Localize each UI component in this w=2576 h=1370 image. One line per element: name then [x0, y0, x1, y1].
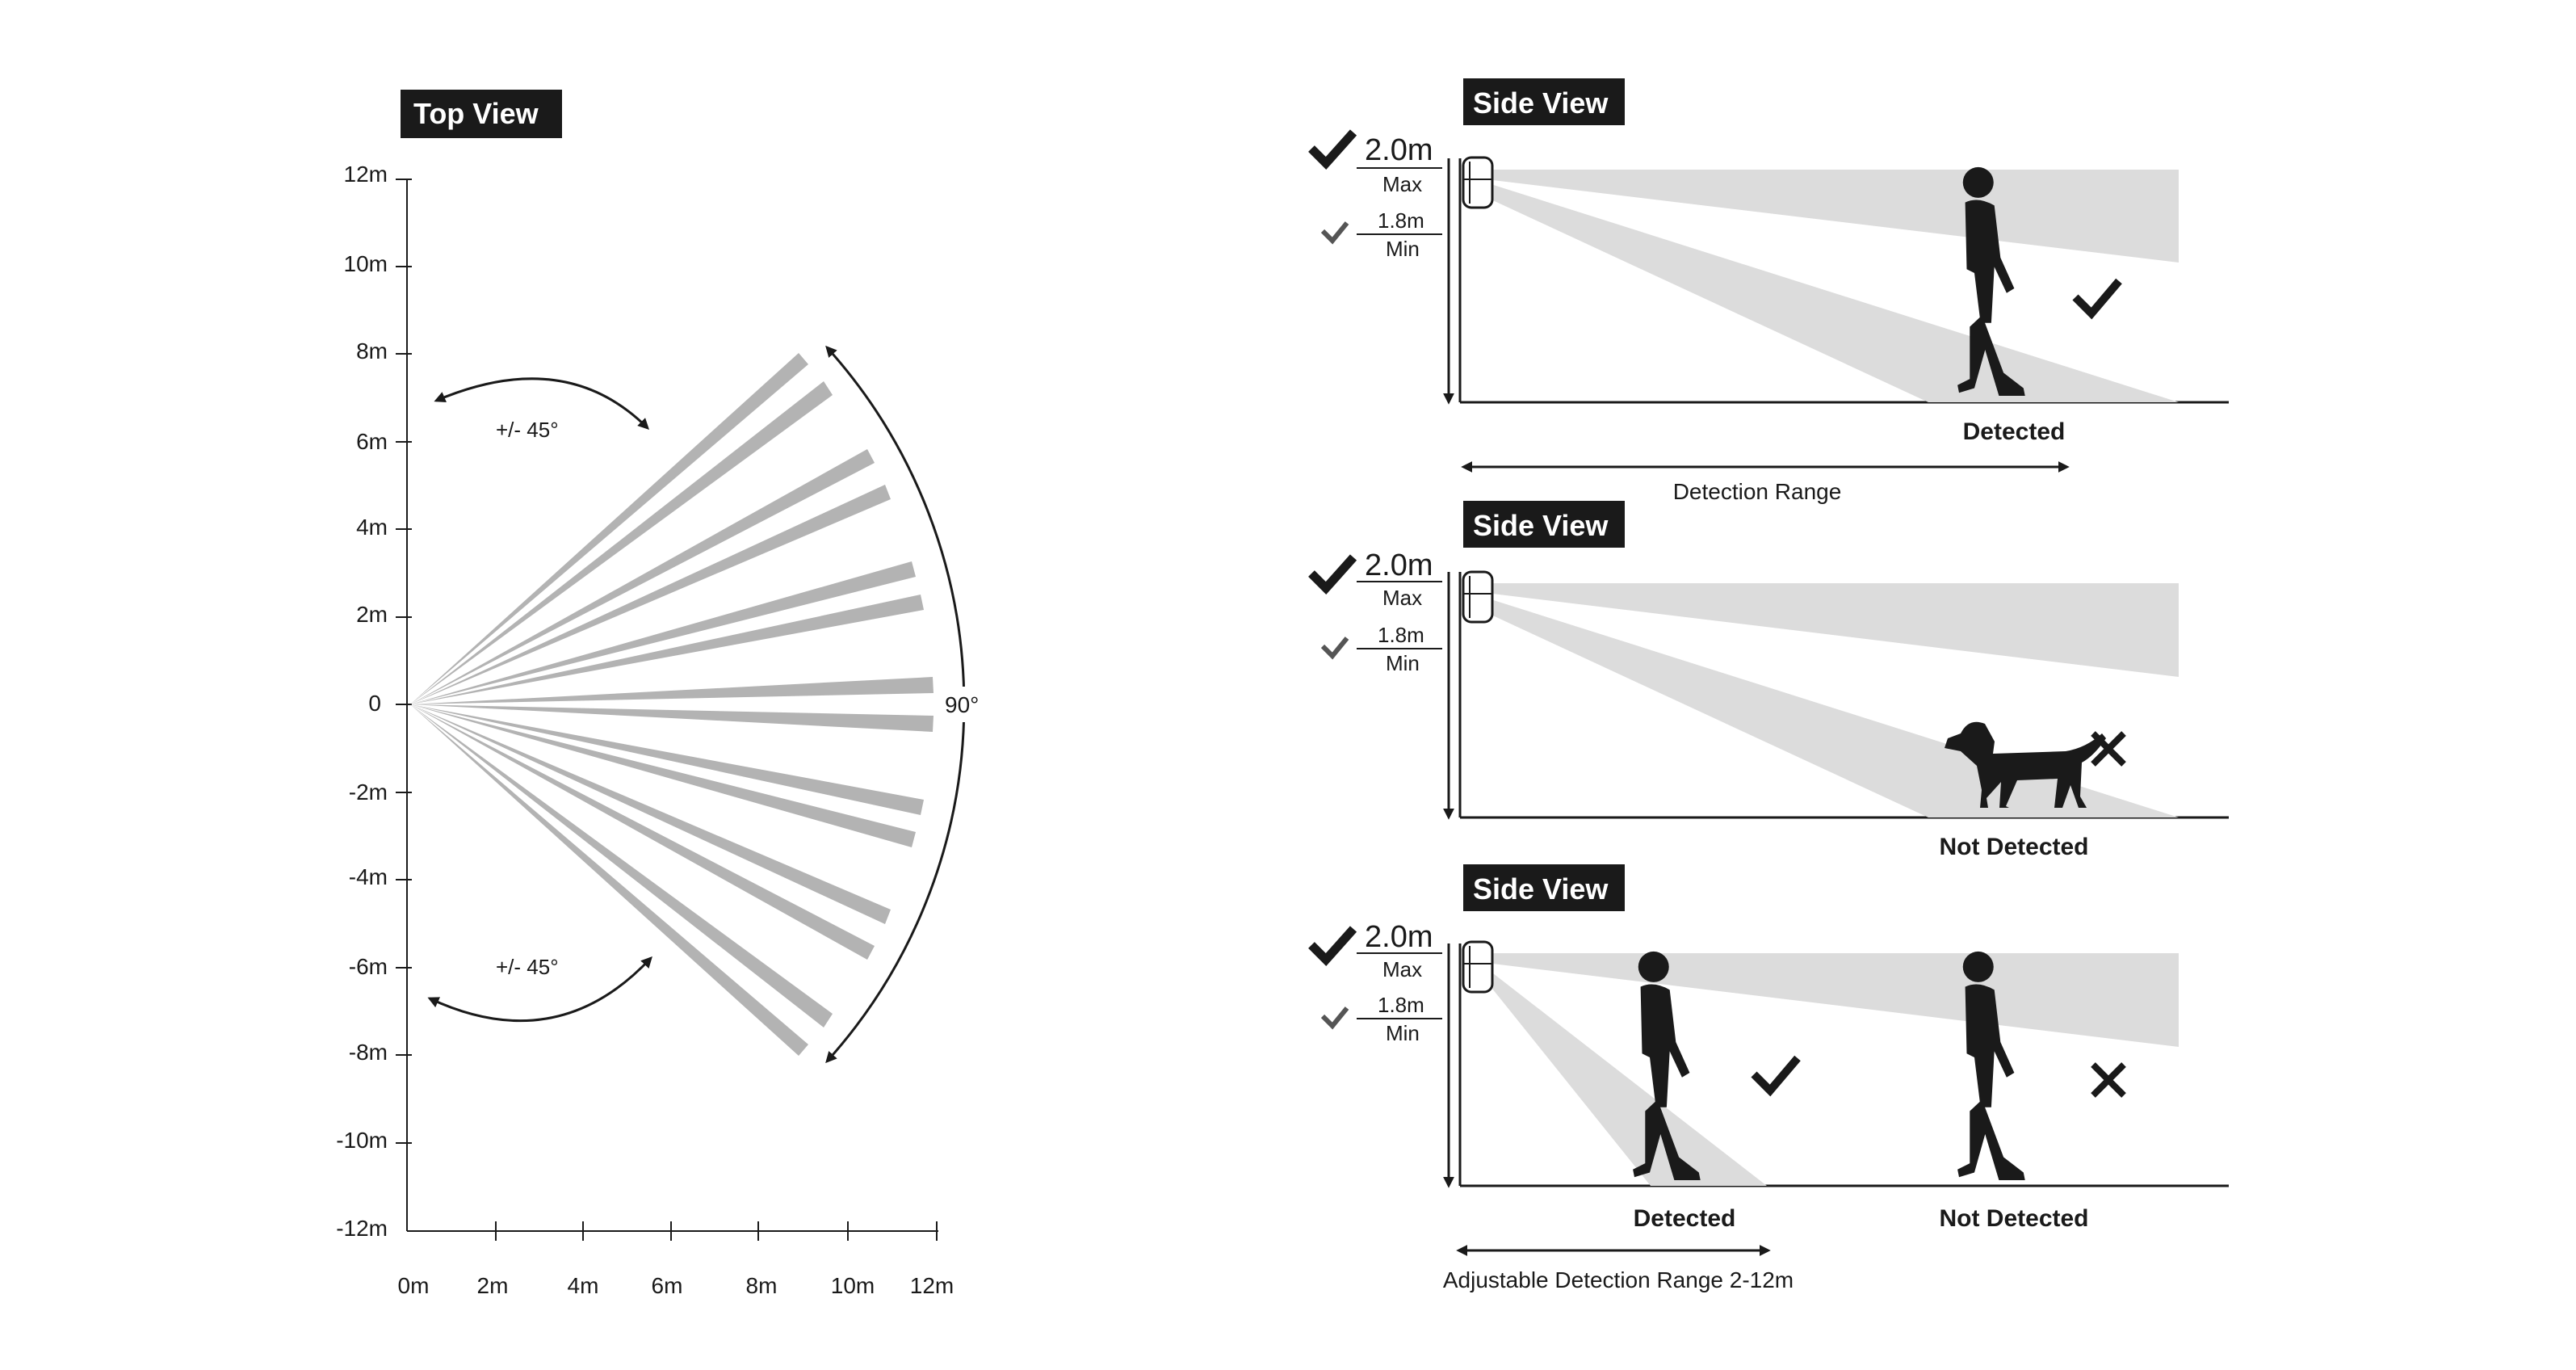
- range-label: Detection Range: [1673, 479, 1842, 504]
- beam: [410, 704, 833, 1028]
- side-view-3: Side View 2.0m Max 1.8m Min Detected Not…: [1308, 864, 2229, 1292]
- min-value: 1.8m: [1378, 623, 1424, 647]
- min-value: 1.8m: [1378, 993, 1424, 1017]
- lower-beam: [1486, 183, 2179, 402]
- side-view-badge: [1463, 501, 1625, 548]
- x-tick-label: 4m: [568, 1273, 599, 1298]
- sensor-icon: [1462, 570, 1494, 624]
- top-view-title: Top View: [413, 97, 539, 130]
- y-tick-label: -10m: [336, 1128, 388, 1153]
- upper-angle-arrow: [434, 377, 649, 430]
- max-value: 2.0m: [1365, 920, 1433, 954]
- side-view-1: Side View 2.0m Max 1.8m Min Detected Det…: [1308, 78, 2229, 504]
- side-view-badge: [1463, 864, 1625, 911]
- y-tick-label: -6m: [349, 954, 388, 979]
- max-value: 2.0m: [1365, 133, 1433, 167]
- x-tick-label: 12m: [910, 1273, 954, 1298]
- max-label: Max: [1382, 957, 1422, 981]
- detected-check-icon: [2072, 278, 2122, 320]
- max-check-icon: [1308, 129, 1357, 170]
- y-tick-label: 6m: [356, 429, 388, 454]
- not-detected-cross-icon: [2091, 731, 2126, 767]
- status-label: Not Detected: [1939, 834, 2088, 860]
- status-label: Detected: [1634, 1205, 1736, 1232]
- min-check-icon: [1320, 637, 1349, 660]
- y-tick-label: 8m: [356, 338, 388, 364]
- x-tick-label: 10m: [831, 1273, 875, 1298]
- min-label: Min: [1386, 237, 1420, 261]
- x-tick-labels: 0m 2m 4m 6m 8m 10m 12m: [398, 1273, 954, 1298]
- x-tick-label: 2m: [477, 1273, 509, 1298]
- y-tick-label: -4m: [349, 864, 388, 889]
- arc-label-bg: [937, 687, 987, 722]
- y-tick-label: 2m: [356, 602, 388, 627]
- x-tick-label: 0m: [398, 1273, 430, 1298]
- min-label: Min: [1386, 651, 1420, 675]
- side-view-title: Side View: [1473, 509, 1609, 542]
- min-check-icon: [1320, 1006, 1349, 1030]
- y-tick-label: 12m: [344, 162, 388, 187]
- beam: [410, 449, 875, 704]
- side-view-title: Side View: [1473, 86, 1609, 120]
- max-check-icon: [1308, 554, 1357, 595]
- range-label: Adjustable Detection Range 2-12m: [1443, 1267, 1794, 1292]
- beam: [410, 381, 833, 704]
- max-check-icon: [1308, 926, 1357, 967]
- y-tick-label: -12m: [336, 1216, 388, 1241]
- y-ticks: [396, 179, 412, 1144]
- max-label: Max: [1382, 586, 1422, 610]
- beam: [410, 704, 933, 732]
- y-tick-label: 4m: [356, 515, 388, 540]
- status-label: Not Detected: [1939, 1205, 2088, 1232]
- span-angle-label: 90°: [945, 692, 979, 717]
- lower-angle-label: +/- 45°: [496, 955, 559, 979]
- beam: [410, 595, 924, 704]
- y-tick-labels: 12m 10m 8m 6m 4m 2m 0 -2m -4m -6m -8m -1…: [336, 162, 388, 1241]
- upper-angle-label: +/- 45°: [496, 418, 559, 442]
- beam: [410, 704, 891, 924]
- min-value: 1.8m: [1378, 208, 1424, 233]
- beam: [410, 353, 808, 704]
- min-label: Min: [1386, 1021, 1420, 1045]
- y-tick-label: 10m: [344, 251, 388, 276]
- sensor-icon: [1462, 156, 1494, 209]
- beam: [410, 704, 916, 847]
- beam: [410, 704, 808, 1056]
- min-check-icon: [1320, 221, 1349, 245]
- beam: [410, 704, 924, 815]
- upper-beam: [1486, 953, 2179, 1047]
- y-tick-label: -8m: [349, 1040, 388, 1065]
- sensor-icon: [1462, 940, 1494, 994]
- beam: [410, 677, 933, 704]
- beam: [410, 704, 875, 960]
- side-view-badge: [1463, 78, 1625, 125]
- side-view-2: Side View 2.0m Max 1.8m Min Not Detected: [1308, 501, 2229, 860]
- lower-beam: [1486, 968, 1767, 1186]
- side-view-title: Side View: [1473, 872, 1609, 906]
- y-tick-label: 0: [368, 691, 381, 716]
- y-tick-label: -2m: [349, 780, 388, 805]
- max-label: Max: [1382, 172, 1422, 196]
- lower-angle-arrow: [427, 956, 652, 1023]
- not-detected-cross-icon: [2091, 1062, 2126, 1098]
- top-view: Top View 12m 10m 8m 6m 4m 2m 0 -2m: [336, 90, 987, 1298]
- detected-check-icon: [1751, 1055, 1801, 1097]
- beam: [410, 561, 916, 704]
- status-label: Detected: [1963, 418, 2066, 445]
- top-view-badge: [401, 90, 562, 138]
- x-ticks: [495, 1221, 938, 1241]
- upper-beam: [1486, 170, 2179, 263]
- beam: [410, 485, 891, 704]
- detection-beams: [410, 353, 933, 1056]
- upper-beam: [1486, 583, 2179, 677]
- x-tick-label: 6m: [652, 1273, 683, 1298]
- x-tick-label: 8m: [746, 1273, 778, 1298]
- max-value: 2.0m: [1365, 548, 1433, 582]
